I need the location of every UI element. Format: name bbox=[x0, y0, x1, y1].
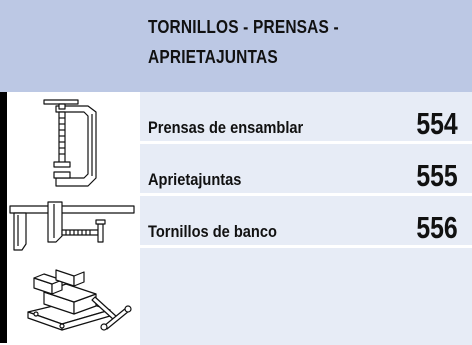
entry-prensas-de-ensamblar[interactable]: Prensas de ensamblar 554 bbox=[140, 92, 472, 144]
section-title-line-1: TORNILLOS - PRENSAS - bbox=[148, 17, 339, 37]
entry-tornillos-de-banco[interactable]: Tornillos de banco 556 bbox=[140, 196, 472, 248]
entries-background bbox=[140, 92, 472, 345]
entries-list: Prensas de ensamblar 554 Aprietajuntas 5… bbox=[140, 92, 472, 248]
c-clamp-icon bbox=[43, 99, 97, 187]
entry-aprietajuntas[interactable]: Aprietajuntas 555 bbox=[140, 144, 472, 196]
entry-page-number: 555 bbox=[416, 158, 458, 193]
left-black-rule bbox=[0, 92, 7, 343]
section-title-line-2: APRIETAJUNTAS bbox=[148, 47, 278, 67]
entry-label: Aprietajuntas bbox=[148, 170, 242, 189]
entry-separator bbox=[140, 193, 472, 196]
bar-clamp-icon bbox=[9, 201, 135, 251]
entry-page-number: 554 bbox=[416, 106, 458, 141]
entry-separator bbox=[140, 141, 472, 144]
entry-page-number: 556 bbox=[416, 210, 458, 245]
bench-vise-icon bbox=[27, 269, 132, 331]
entry-label: Prensas de ensamblar bbox=[148, 118, 304, 137]
section-header: TORNILLOS - PRENSAS - APRIETAJUNTAS bbox=[0, 0, 472, 92]
entry-separator bbox=[140, 245, 472, 248]
section-title: TORNILLOS - PRENSAS - APRIETAJUNTAS bbox=[148, 12, 372, 72]
entry-label: Tornillos de banco bbox=[148, 222, 277, 241]
